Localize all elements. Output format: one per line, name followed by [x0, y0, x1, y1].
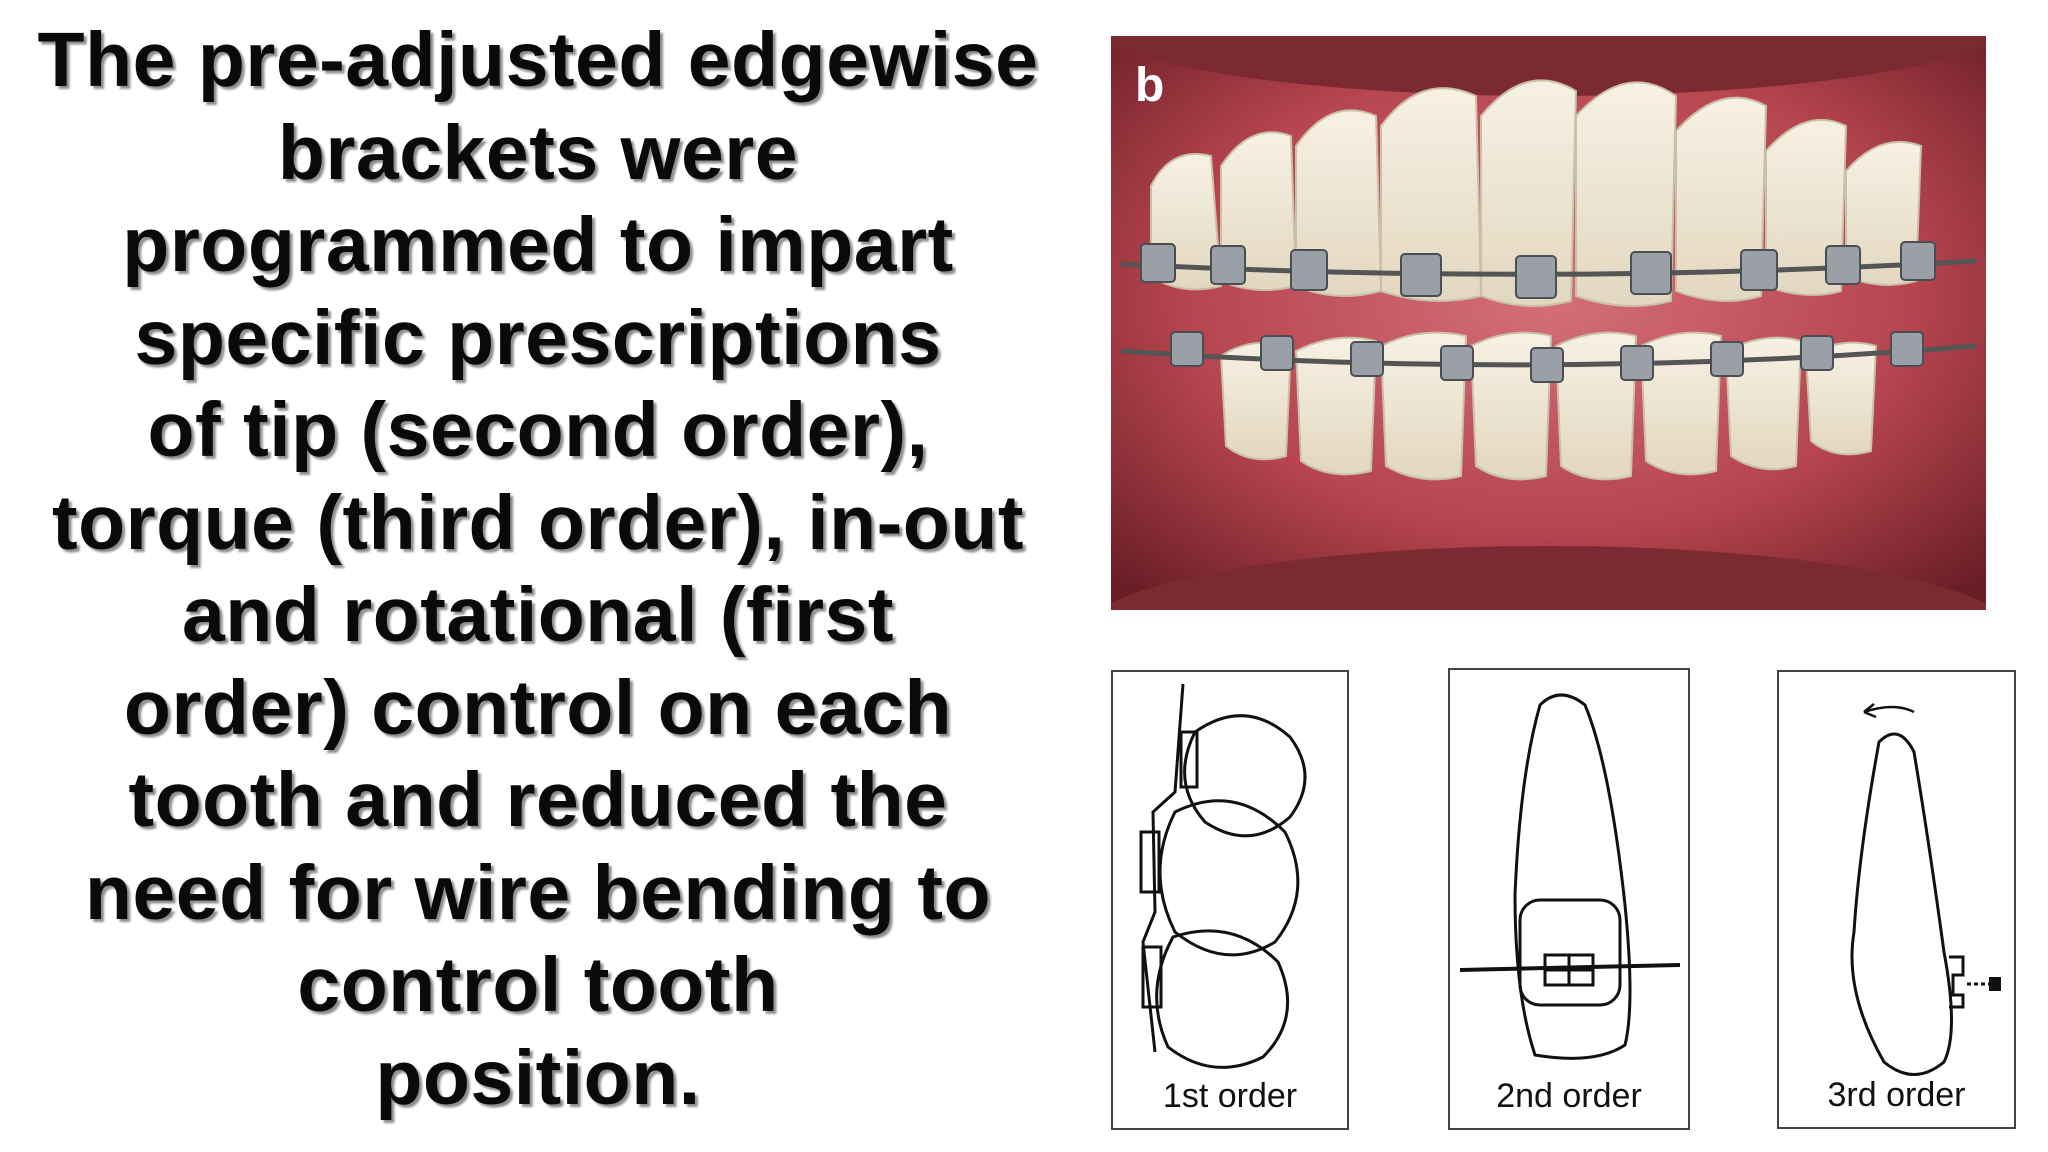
text-line: order) control on each: [123, 664, 953, 751]
first-order-caption: 1st order: [1162, 1077, 1298, 1115]
second-order-caption: 2nd order: [1496, 1077, 1642, 1115]
first-order-diagram: 1st order: [1111, 670, 1349, 1130]
text-line: tooth and reduced the: [128, 757, 948, 843]
text-line: programmed to impart: [122, 202, 954, 288]
text-line: specific prescriptions: [134, 294, 942, 381]
photo-label: b: [1135, 59, 1165, 112]
slide-body-text: The pre-adjusted edgewise brackets were …: [20, 14, 1056, 1124]
text-line: torque (third order), in-out: [51, 479, 1025, 566]
teeth-illustration: [1111, 36, 1986, 610]
text-line: and rotational (first: [181, 572, 895, 658]
text-line: The pre-adjusted edgewise: [37, 17, 1039, 103]
text-line: need for wire bending to: [84, 849, 992, 936]
third-order-caption: 3rd order: [1827, 1076, 1966, 1114]
text-line: of tip (second order),: [147, 387, 929, 473]
text-line: position.: [375, 1034, 701, 1121]
third-order-illustration: [1850, 703, 2001, 1076]
second-order-diagram: 2nd order: [1448, 668, 1690, 1130]
text-line: control tooth: [297, 942, 779, 1028]
first-order-illustration: [1139, 683, 1307, 1069]
third-order-diagram: 3rd order: [1777, 670, 2016, 1129]
braces-photo: b: [1111, 36, 1986, 610]
second-order-illustration: [1459, 693, 1681, 1060]
text-line: brackets were: [277, 109, 799, 196]
